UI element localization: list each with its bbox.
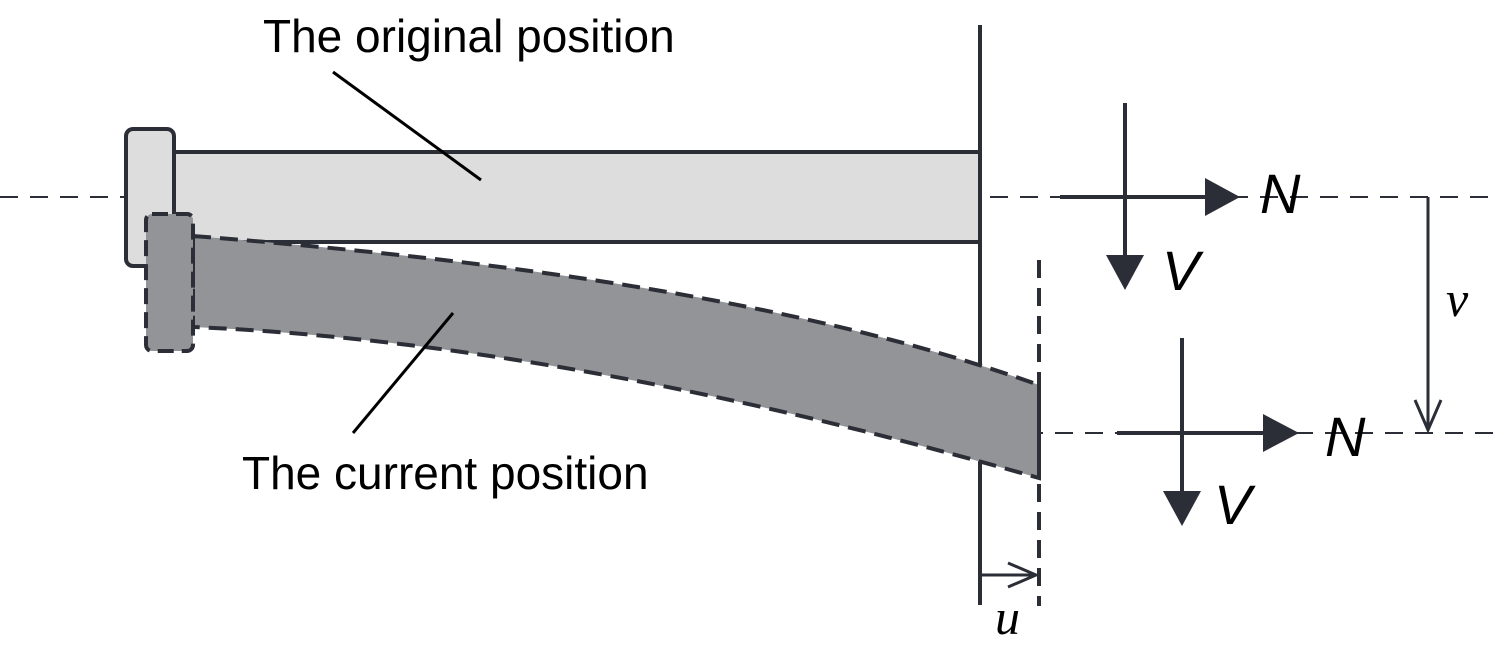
lower-shear-force-label: V [1214,473,1256,536]
lower-shear-force-arrowhead [1163,491,1201,526]
horizontal-displacement-arrowhead [1007,561,1040,589]
upper-axial-force-arrowhead [1205,178,1240,216]
upper-shear-force-arrowhead [1106,255,1144,290]
current-label-leader [351,312,455,434]
vertical-displacement-arrowhead [1413,399,1443,434]
current-bolt-shank [191,233,1041,481]
lower-axial-force-arrowhead [1263,414,1299,452]
vertical-displacement-label: v [1446,271,1469,327]
current-bolt-head [144,212,195,353]
upper-axial-force-label: N [1260,162,1301,225]
original-position-label: The original position [263,10,675,62]
lower-axial-force-label: N [1325,405,1366,468]
original-label-leader [332,70,482,182]
horizontal-displacement-label: u [995,589,1020,645]
upper-shear-force-label: V [1162,239,1204,302]
current-position-label: The current position [242,447,649,499]
original-bolt-shank [172,150,982,244]
